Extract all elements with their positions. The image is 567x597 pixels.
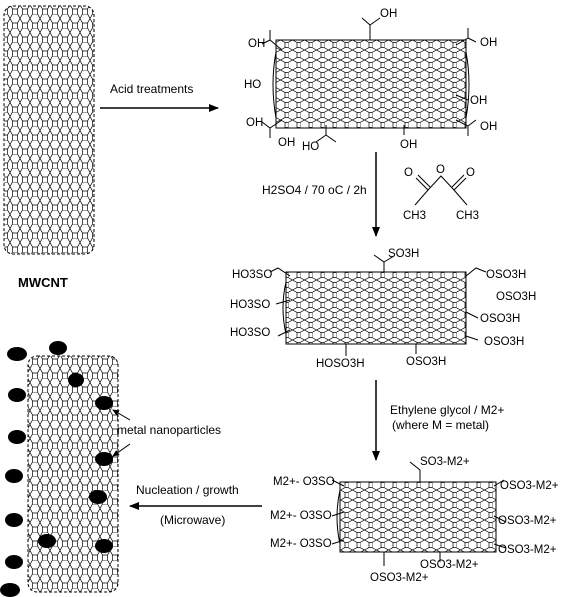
methyl-left: CH3: [403, 210, 426, 222]
nanoparticle: [95, 452, 113, 466]
sulfonate-group: OSO3H: [484, 336, 524, 348]
nanoparticle-pointers: [112, 409, 131, 457]
sulfonate-group: OSO3H: [406, 356, 446, 368]
anhydride-carbonyl-o: O: [466, 167, 475, 179]
nanoparticle: [5, 513, 23, 527]
carboxylated-tube: [272, 39, 470, 129]
mwcnt-tube: [3, 5, 95, 255]
sulfonate-group: SO3H: [388, 248, 419, 260]
metal-sulfonate-group: M2+- O3SO: [270, 538, 332, 550]
carboxyl-group: OH: [480, 37, 497, 49]
sulfonate-group: HOSO3H: [316, 358, 365, 370]
microwave-label: (Microwave): [160, 513, 225, 527]
carboxyl-group: OH: [470, 95, 487, 107]
metal-bound-tube: [336, 481, 497, 553]
metal-sulfonate-group: OSO3-M2+: [498, 515, 557, 527]
nanoparticle: [68, 373, 84, 387]
metal-definition-label: (where M = metal): [392, 418, 489, 432]
hydroxyl-group: HO: [302, 141, 319, 153]
carboxyl-group: OH: [380, 8, 397, 20]
nanoparticle: [38, 534, 56, 548]
nanoparticle: [95, 396, 113, 410]
nanoparticle: [5, 555, 23, 569]
nanoparticle: [5, 469, 23, 483]
metal-sulfonate-group: M2+- O3SO: [270, 510, 332, 522]
nanoparticle: [49, 341, 67, 355]
ethylene-glycol-label: Ethylene glycol / M2+: [390, 403, 504, 417]
metal-nanoparticles: [0, 341, 113, 597]
nanoparticle: [8, 430, 26, 444]
sulfonation-conditions: H2SO4 / 70 oC / 2h: [262, 183, 367, 197]
acid-treatment-label: Acid treatments: [110, 82, 193, 96]
nanoparticle: [0, 583, 20, 597]
metal-sulfonate-group: M2+- O3SO: [273, 476, 335, 488]
nanoparticle: [95, 539, 113, 553]
sulfonate-group: OSO3H: [480, 313, 520, 325]
carboxyl-group: OH: [246, 117, 263, 129]
metal-sulfonate-bonds: [331, 461, 507, 566]
sulfonate-group: HO3SO: [230, 299, 270, 311]
sulfonate-group: OSO3H: [496, 291, 536, 303]
metal-sulfonate-group: OSO3-M2+: [420, 559, 479, 571]
sulfonate-group: OSO3H: [486, 269, 526, 281]
metal-sulfonate-group: SO3-M2+: [420, 456, 470, 468]
carboxyl-group: OH: [480, 121, 497, 133]
metal-sulfonate-group: OSO3-M2+: [498, 544, 557, 556]
carboxyl-group: OH: [400, 139, 417, 151]
sulfonate-group: HO3SO: [232, 269, 272, 281]
carboxyl-group: OH: [278, 137, 295, 149]
sulfonate-bonds: [269, 254, 487, 356]
nanoparticle: [8, 388, 26, 402]
decorated-mwcnt-tube: [27, 355, 119, 593]
methyl-right: CH3: [456, 210, 479, 222]
metal-sulfonate-group: OSO3-M2+: [500, 480, 559, 492]
nanoparticle: [89, 490, 107, 504]
metal-sulfonate-group: OSO3-M2+: [370, 572, 429, 584]
anhydride-carbonyl-o: O: [404, 167, 413, 179]
carboxyl-bonds: [261, 17, 477, 143]
nucleation-label: Nucleation / growth: [136, 483, 239, 497]
acetic-anhydride: [414, 174, 468, 206]
anhydride-bridge-o: O: [436, 164, 445, 176]
metal-nanoparticles-label: metal nanoparticles: [117, 423, 221, 437]
carboxyl-group: OH: [248, 38, 265, 50]
sulfonate-group: HO3SO: [230, 327, 270, 339]
hydroxyl-group: HO: [244, 79, 261, 91]
nanoparticle: [7, 347, 27, 361]
mwcnt-label: MWCNT: [18, 275, 68, 290]
sulfonated-tube: [282, 271, 467, 345]
